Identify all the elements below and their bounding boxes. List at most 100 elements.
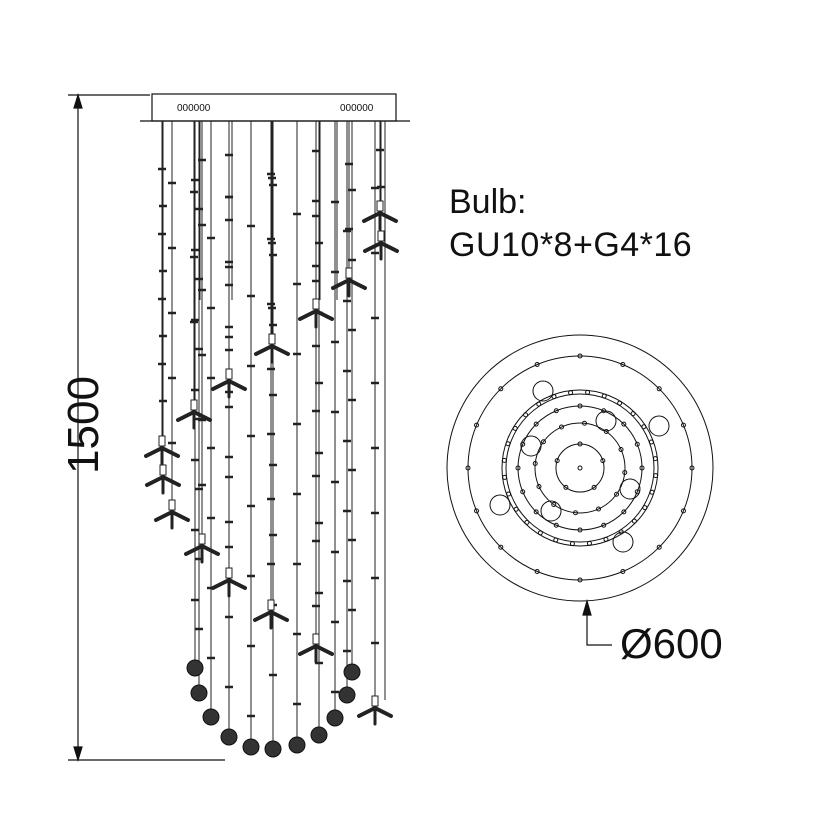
bulb-position-dot bbox=[634, 441, 640, 447]
blade bbox=[379, 241, 399, 253]
tri-blade-pendant bbox=[154, 499, 190, 530]
pendant-holder bbox=[312, 633, 320, 645]
crystal-ball-pendant bbox=[338, 686, 356, 704]
bulb-position-dot bbox=[631, 518, 637, 524]
bulb-position-dot bbox=[620, 362, 626, 368]
height-dimension-line bbox=[68, 92, 225, 763]
blade bbox=[357, 706, 377, 718]
tri-blade-pendant bbox=[184, 533, 220, 564]
bulb-position-dot bbox=[680, 422, 686, 428]
pendant-holder bbox=[345, 267, 353, 279]
bulb-position-dot bbox=[622, 469, 628, 475]
canopy-marks-left: 000000 bbox=[177, 103, 211, 114]
crystal-ball-pendant bbox=[343, 663, 361, 681]
diameter-label: Ø600 bbox=[620, 620, 723, 667]
bulb-position-dot bbox=[577, 353, 583, 359]
bulb-position-dot bbox=[614, 491, 620, 497]
pendant-holder bbox=[190, 399, 198, 411]
bulb-position-dot bbox=[551, 394, 557, 400]
tri-blade-pendant bbox=[144, 435, 180, 466]
tri-blade-pendant bbox=[211, 368, 247, 399]
tri-blade-pendant bbox=[298, 633, 334, 664]
blade bbox=[298, 309, 318, 321]
bulb-position-dot bbox=[534, 362, 540, 368]
blade bbox=[314, 309, 334, 321]
crystal-ball-pendant bbox=[186, 659, 204, 677]
blade bbox=[298, 644, 318, 656]
crystal-ball-pendant bbox=[264, 740, 282, 758]
pendant-wires bbox=[158, 121, 386, 741]
bulb-position-dot bbox=[563, 484, 569, 490]
bulb-position-dot bbox=[649, 489, 655, 495]
pendant-holder bbox=[312, 298, 320, 310]
bulb-position-dot bbox=[586, 540, 592, 546]
blade bbox=[253, 610, 273, 622]
bulb-position-dot bbox=[515, 465, 521, 471]
blade bbox=[192, 410, 212, 422]
bulb-position-dot bbox=[533, 421, 539, 427]
bulb-position-dot bbox=[568, 390, 574, 396]
bulb-position-dot bbox=[601, 522, 607, 528]
bulb-position-dot bbox=[603, 536, 609, 542]
bulb-position-dot bbox=[585, 389, 591, 395]
blade bbox=[154, 510, 174, 522]
crystal-ball-pendant bbox=[310, 726, 328, 744]
bulb-position-dot bbox=[577, 527, 583, 533]
bulb-position-dot bbox=[656, 386, 662, 392]
crystal-ball-pendant bbox=[326, 709, 344, 727]
bulb-position-dot bbox=[553, 537, 559, 543]
bulb-position-dot bbox=[506, 491, 512, 497]
bulb-position-dot bbox=[656, 544, 662, 550]
blade bbox=[227, 379, 247, 391]
bulb-position-dot bbox=[591, 484, 597, 490]
bulb-position-dot bbox=[652, 456, 658, 462]
pendant-holder bbox=[377, 230, 385, 242]
pendant-holder bbox=[268, 333, 276, 345]
pendants bbox=[144, 200, 399, 758]
bulb-position-dot bbox=[618, 447, 624, 453]
bulb-position-dot bbox=[534, 568, 540, 574]
bulb-position-dot bbox=[498, 386, 504, 392]
bulb-position-dot bbox=[600, 458, 606, 464]
canopy-marks-right: 000000 bbox=[340, 103, 374, 114]
bulb-position-dot bbox=[689, 465, 695, 471]
pendant-holder bbox=[225, 567, 233, 579]
blade bbox=[145, 475, 165, 487]
bulb-position-dot bbox=[523, 412, 529, 418]
bulb-position-dot bbox=[641, 424, 647, 430]
pendant-holder bbox=[158, 435, 166, 447]
blade bbox=[211, 379, 231, 391]
blade bbox=[347, 278, 367, 290]
bulb-position-dot bbox=[474, 508, 480, 514]
blade bbox=[211, 578, 231, 590]
bulb-position-dot bbox=[620, 568, 626, 574]
tri-blade-pendant bbox=[362, 200, 398, 231]
blade bbox=[331, 278, 351, 290]
bulb-position-dot bbox=[524, 519, 530, 525]
pendant-holder bbox=[267, 599, 275, 611]
crystal-ball-pendant bbox=[220, 728, 238, 746]
bulb-position-dot bbox=[577, 441, 583, 447]
pendant-holder bbox=[376, 200, 384, 212]
pendant-holder bbox=[168, 499, 176, 511]
pendant-holder bbox=[371, 695, 379, 707]
tri-blade-pendant bbox=[176, 399, 212, 430]
blade bbox=[373, 706, 393, 718]
bulb-position-dot bbox=[533, 509, 539, 515]
blade bbox=[170, 510, 190, 522]
bulb-position-dot bbox=[505, 441, 511, 447]
bulb-position-dot bbox=[502, 474, 508, 480]
bulb-position-dot bbox=[603, 428, 609, 434]
blade bbox=[184, 544, 204, 556]
bulb-position-dot bbox=[573, 510, 579, 516]
crystal-ball-pendant bbox=[202, 708, 220, 726]
bulb-position-dot bbox=[513, 506, 519, 512]
bulb-position-dot bbox=[512, 425, 518, 431]
blade bbox=[254, 344, 274, 356]
bulb-position-dot bbox=[601, 393, 607, 399]
bulb-position-dot bbox=[465, 465, 471, 471]
bulb-position-dot bbox=[536, 483, 542, 489]
bulb-position-dot bbox=[569, 541, 575, 547]
bulb-position-dot bbox=[553, 522, 559, 528]
